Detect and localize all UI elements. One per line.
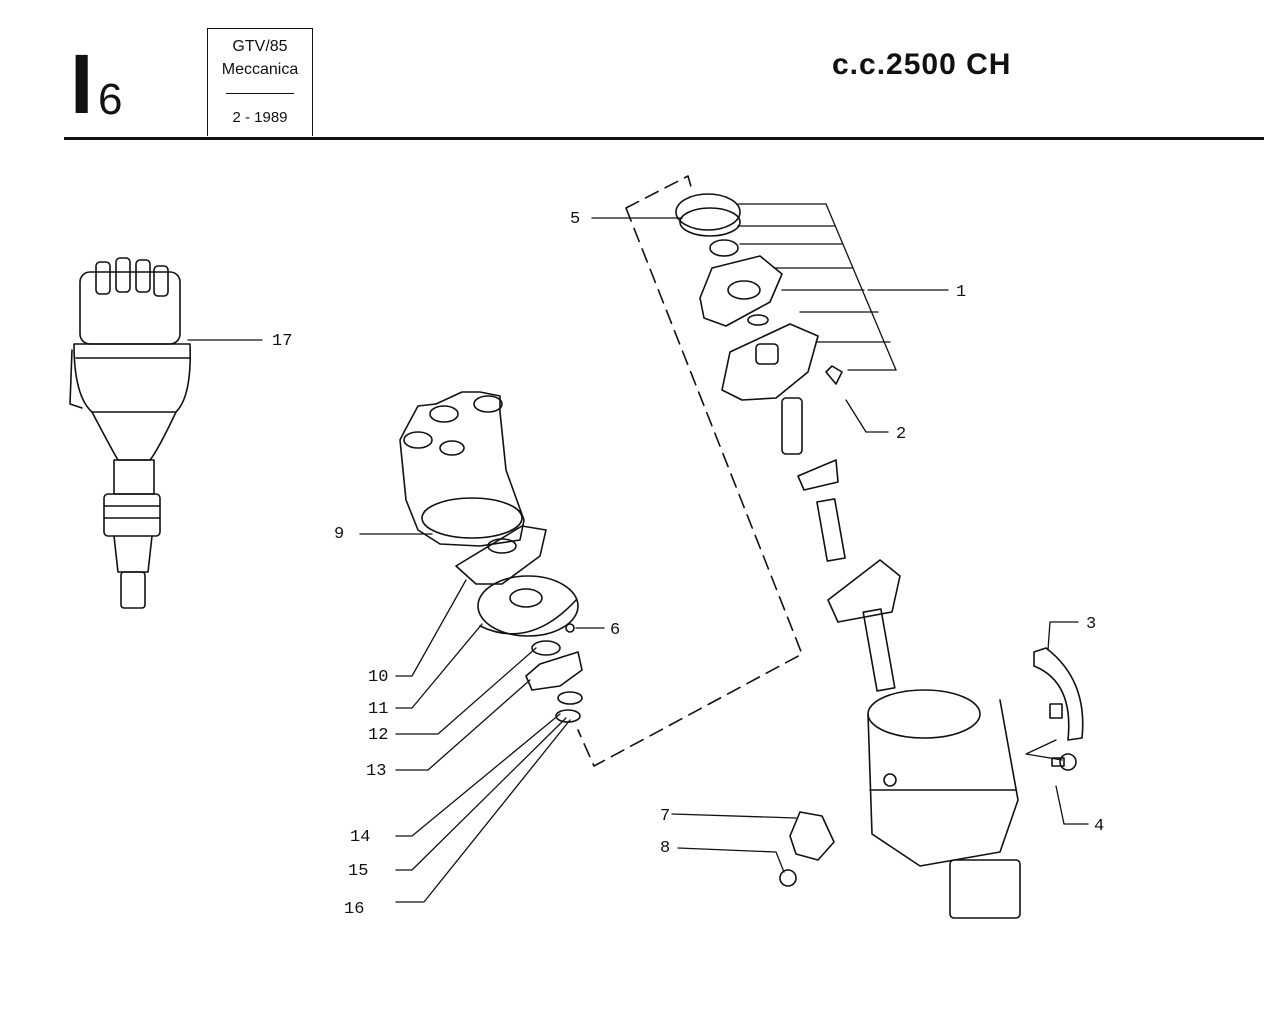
clamp-screw: [1051, 753, 1077, 771]
rotor-arm: [455, 525, 547, 585]
part-label-11: 11: [368, 700, 388, 719]
part-label-10: 10: [368, 668, 388, 687]
part-label-16: 16: [344, 900, 364, 919]
terminal-nut: [779, 869, 797, 887]
title-block-divider: [226, 93, 294, 94]
date-label: 2 - 1989: [232, 109, 288, 126]
part-label-5: 5: [570, 210, 580, 229]
distributor-body: [867, 689, 1021, 919]
header-rule: [64, 137, 1264, 140]
part-label-9: 9: [334, 525, 344, 544]
dust-shield: [477, 575, 579, 637]
part-label-1: 1: [956, 283, 966, 302]
part-label-6: 6: [610, 621, 620, 640]
group-bracket: [577, 175, 803, 767]
terminal-connector: [789, 811, 835, 861]
title-block: GTV/85 Meccanica 2 - 1989: [207, 28, 313, 136]
breaker-plate-assembly: [675, 193, 843, 401]
drive-shaft: [781, 397, 901, 692]
retaining-clip: [1033, 647, 1084, 741]
part-label-7: 7: [660, 807, 670, 826]
part-label-14: 14: [350, 828, 370, 847]
part-label-13: 13: [366, 762, 386, 781]
assembled-distributor: [69, 257, 192, 609]
part-label-15: 15: [348, 862, 368, 881]
part-label-12: 12: [368, 726, 388, 745]
part-label-2: 2: [896, 425, 906, 444]
category-label: Meccanica: [221, 61, 299, 78]
part-label-17: 17: [272, 332, 292, 351]
part-label-4: 4: [1094, 817, 1104, 836]
distributor-cap: [399, 391, 525, 547]
model-label: GTV/85: [232, 38, 288, 55]
small-rings: [525, 623, 583, 723]
part-label-3: 3: [1086, 615, 1096, 634]
leader-lines: [187, 203, 1089, 903]
section-letter: I: [70, 37, 94, 131]
part-label-8: 8: [660, 839, 670, 858]
engine-title: c.c.2500 CH: [832, 48, 1012, 81]
section-number: 6: [98, 75, 123, 124]
